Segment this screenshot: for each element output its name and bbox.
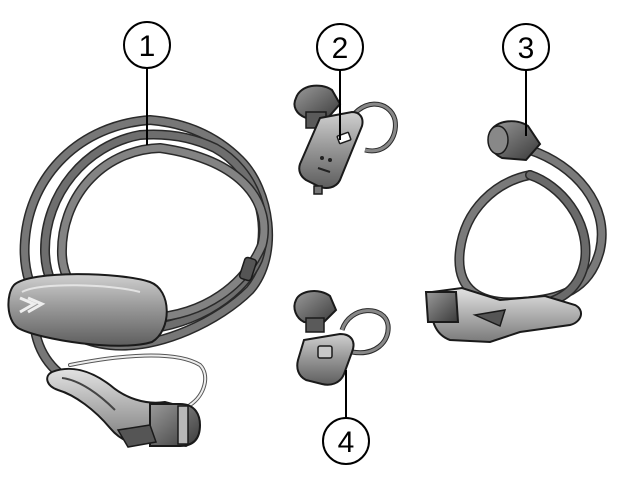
adapter-with-cable-icon: [293, 290, 391, 386]
industrial-plug-cable-icon: [424, 120, 607, 344]
callout-4-label: 4: [338, 426, 355, 459]
callout-2-label: 2: [332, 32, 349, 65]
callout-4: 4: [322, 417, 370, 465]
callout-1: 1: [123, 21, 171, 69]
wall-plug-adapter-icon: [293, 84, 398, 195]
callout-3-label: 3: [518, 32, 535, 65]
callout-2: 2: [316, 23, 364, 71]
ev-charging-cable-icon: [7, 114, 274, 448]
callout-1-label: 1: [139, 30, 156, 63]
callout-3: 3: [502, 23, 550, 71]
